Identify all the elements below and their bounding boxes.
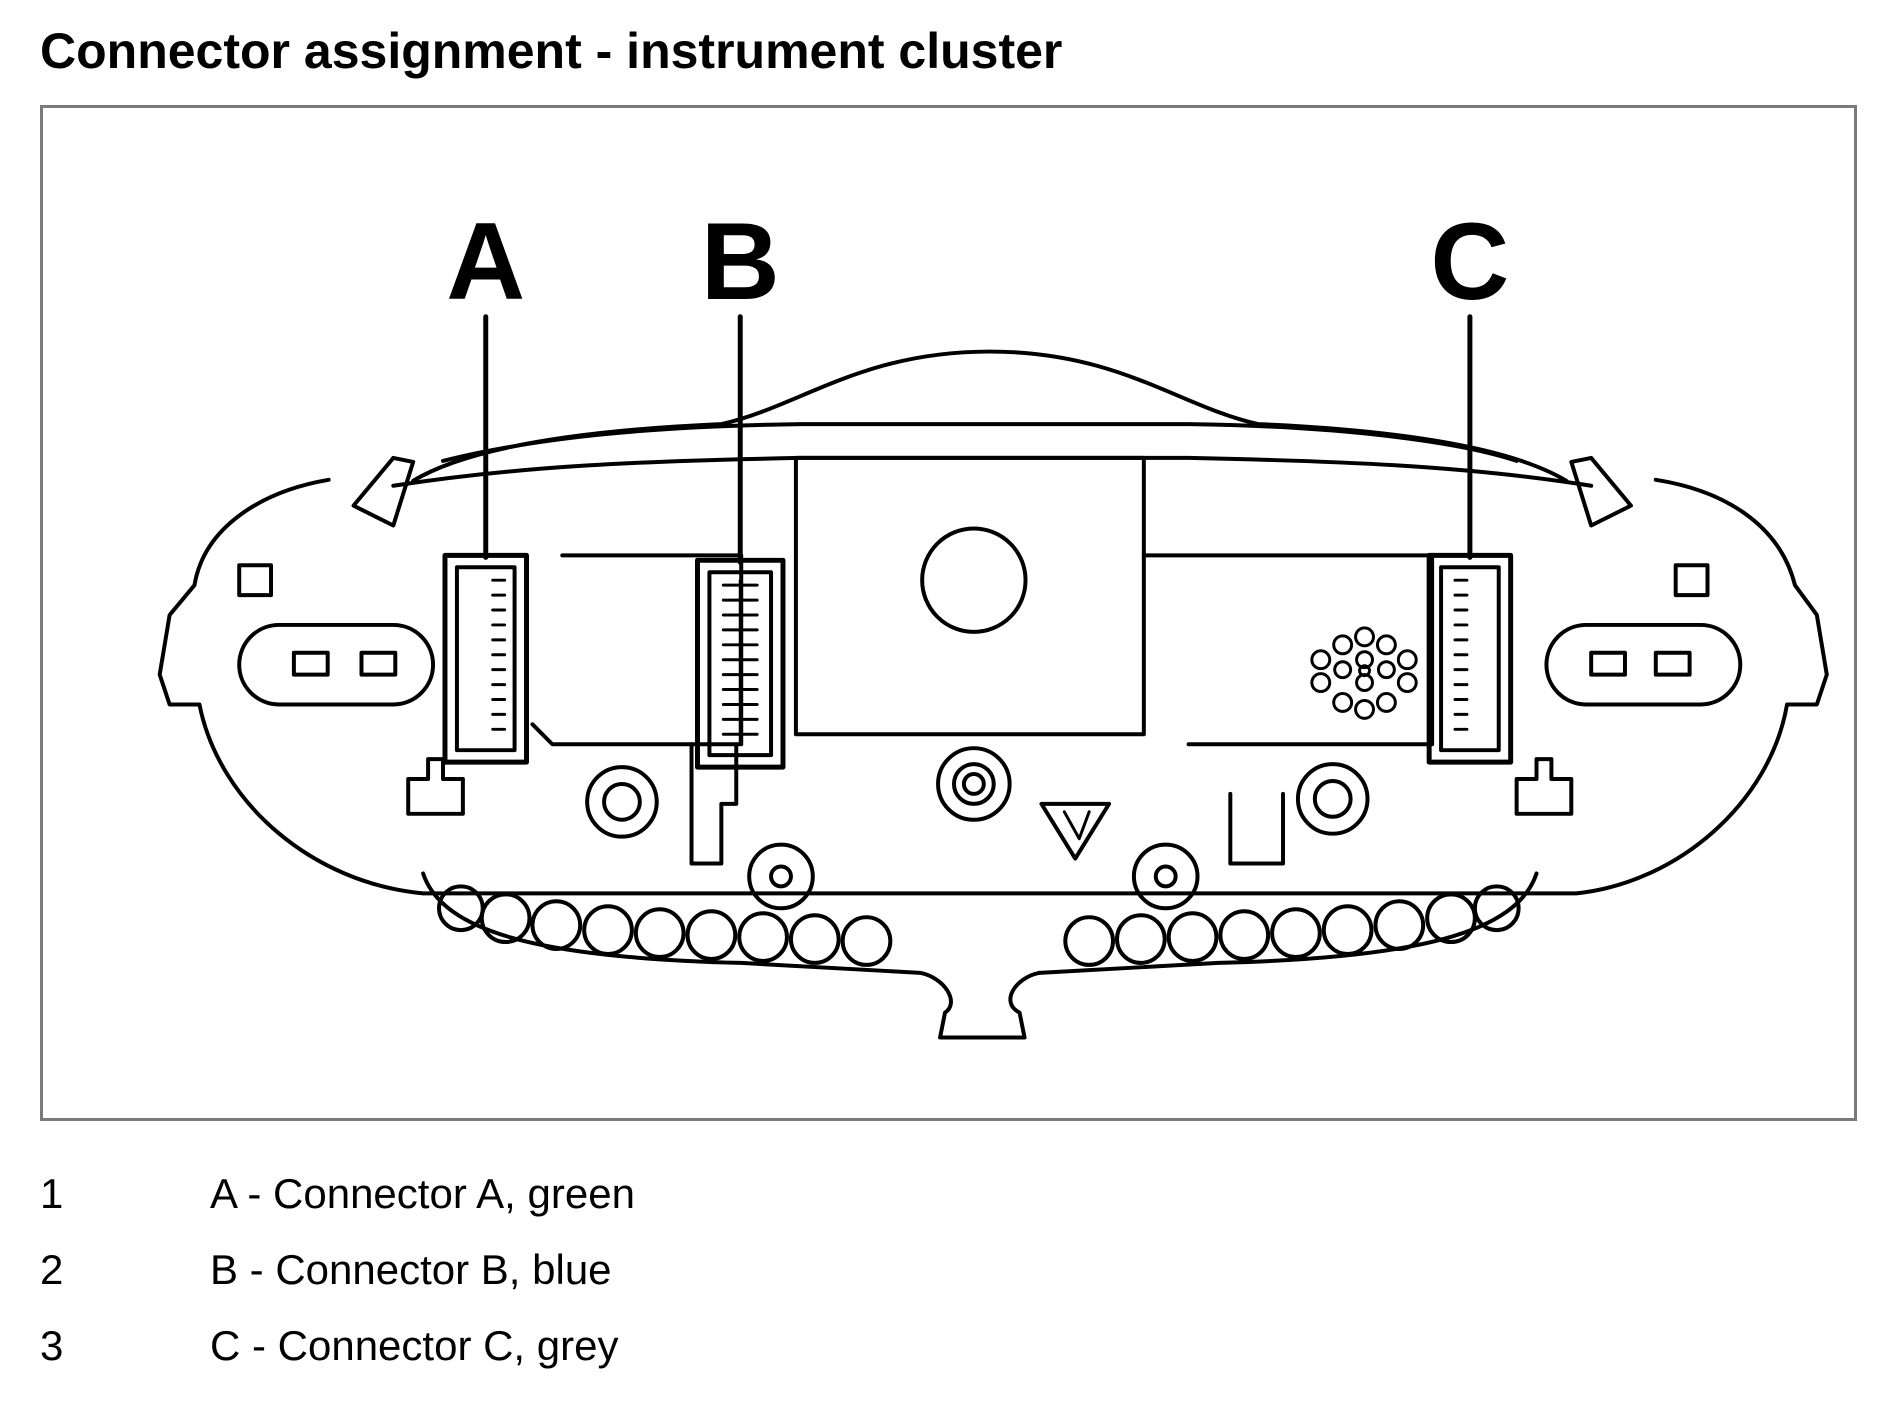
right-panel [1141,553,1435,747]
legend-text: B - Connector B, blue [210,1246,612,1293]
left-latch [689,742,739,866]
lower-left-post-inner [769,864,793,889]
center-gauge-circle [920,526,1028,634]
center-screw-post-core [961,772,986,796]
upper-shroud-inner [441,422,1519,463]
instrument-cluster-figure: A B C [40,105,1857,1121]
center-display-block [793,455,1146,737]
instrument-cluster-drawing: A B C [157,201,1829,1040]
brand-mark-icon [1039,801,1112,861]
right-screw-post-inner [1312,779,1353,819]
legend-item: 3 C - Connector C, grey [40,1322,1240,1398]
connector-c-pins [1453,578,1469,731]
lower-right-post [1131,842,1200,911]
left-lower-clip [406,757,465,816]
legend-item: 1 A - Connector A, green [40,1170,1240,1246]
legend: 1 A - Connector A, green 2 B - Connector… [40,1170,1240,1398]
upper-shroud [411,349,1569,483]
brand-mark-inner [1062,810,1091,841]
connector-a-pins [491,578,507,731]
left-led-circles [437,884,893,967]
legend-number: 1 [40,1170,64,1217]
left-oval-mount [237,622,436,707]
upper-shroud-ridge [351,455,416,528]
legend-text: A - Connector A, green [210,1170,635,1217]
legend-item: 2 B - Connector B, blue [40,1246,1240,1322]
legend-number: 2 [40,1246,64,1293]
right-upper-clip [1673,563,1710,598]
right-led-strip [1037,871,1539,975]
right-mount-slot-2 [1653,650,1692,677]
connector-b-pins [721,578,759,746]
lower-right-post-inner [1153,864,1178,889]
left-mount-slot-2 [359,650,398,677]
right-mount-slot-1 [1589,650,1627,677]
speaker-grille-icon [1310,626,1418,720]
legend-text: C - Connector C, grey [210,1322,619,1369]
right-oval-mount [1544,622,1743,707]
upper-shroud-line [391,455,1594,488]
right-led-circles [1063,884,1521,967]
right-latch [1228,791,1286,866]
left-screw-post [585,765,659,839]
cluster-housing-outline [157,477,1829,896]
callout-b-label: B [701,201,780,323]
connector-a-inner [454,565,517,753]
left-upper-clip [237,563,274,598]
left-mount-slot-1 [291,650,330,677]
left-screw-post-inner [602,781,642,822]
callout-a-label: A [446,201,525,323]
right-lower-clip [1514,757,1574,816]
legend-number: 3 [40,1322,64,1369]
right-screw-post [1295,762,1370,836]
upper-shroud-ridge-right [1569,455,1633,528]
center-screw-post [936,746,1012,822]
center-screw-post-inner [951,762,996,806]
callout-c-label: C [1430,201,1509,323]
connector-b-inner [707,570,774,758]
lower-left-post [747,842,815,911]
page-title: Connector assignment - instrument cluste… [40,23,1063,79]
connector-c-inner [1439,565,1501,753]
